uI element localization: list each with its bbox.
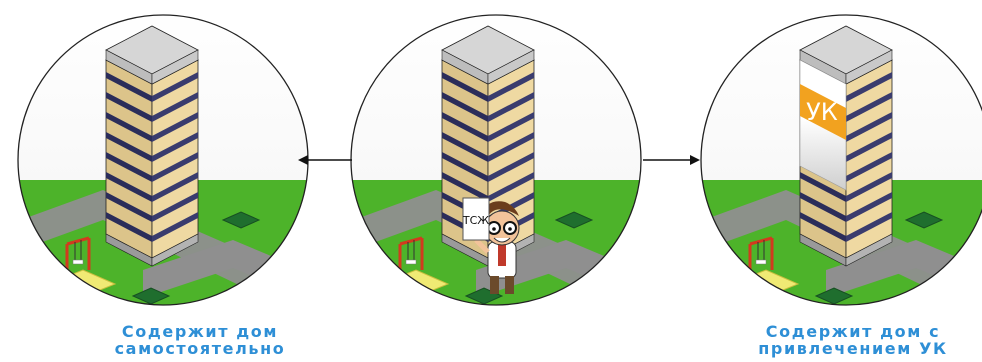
panel-right: УК [676,0,982,362]
panel-center: ТСЖ [326,0,666,362]
caption-right-line2: привлечением УК [738,340,968,357]
caption-right-line1: Содержит дом с [738,323,968,340]
caption-left: Содержит дом самостоятельно [100,323,300,357]
uk-banner-text: УК [806,98,838,126]
caption-left-line2: самостоятельно [100,340,300,357]
arrow-left-icon [298,155,352,165]
caption-right: Содержит дом с привлечением УК [738,323,968,357]
tszh-sign-text: ТСЖ [462,214,489,227]
panel-left [0,0,340,362]
caption-left-line1: Содержит дом [100,323,300,340]
arrow-right-icon [643,155,700,165]
tszh-sign: ТСЖ [462,198,489,240]
